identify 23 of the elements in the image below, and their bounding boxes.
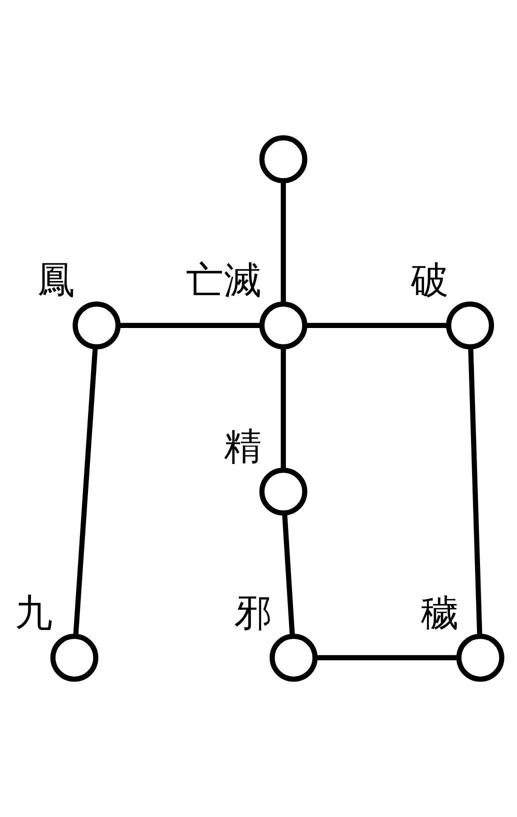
node-circle (259, 301, 308, 350)
node-label: 鳳 (37, 258, 76, 302)
node-circle (259, 135, 308, 184)
node-label: 九 (15, 590, 54, 634)
node-circle (259, 468, 308, 516)
node-circle (50, 634, 98, 682)
connector (118, 322, 262, 328)
connector (280, 347, 286, 470)
connector (282, 513, 295, 636)
connector (468, 347, 482, 636)
node-label: 精 (224, 424, 262, 468)
node-circle (270, 634, 318, 682)
node-circle (446, 301, 494, 350)
node-label: 亡滅 (186, 258, 262, 302)
node-label: 邪 (234, 590, 272, 634)
node-circle (72, 301, 121, 350)
node-circle (456, 634, 504, 682)
node-label: 穢 (421, 590, 460, 634)
connector (305, 322, 448, 328)
connector (73, 347, 98, 636)
connector (316, 655, 458, 660)
node-label: 破 (410, 258, 449, 302)
connector (280, 180, 286, 304)
